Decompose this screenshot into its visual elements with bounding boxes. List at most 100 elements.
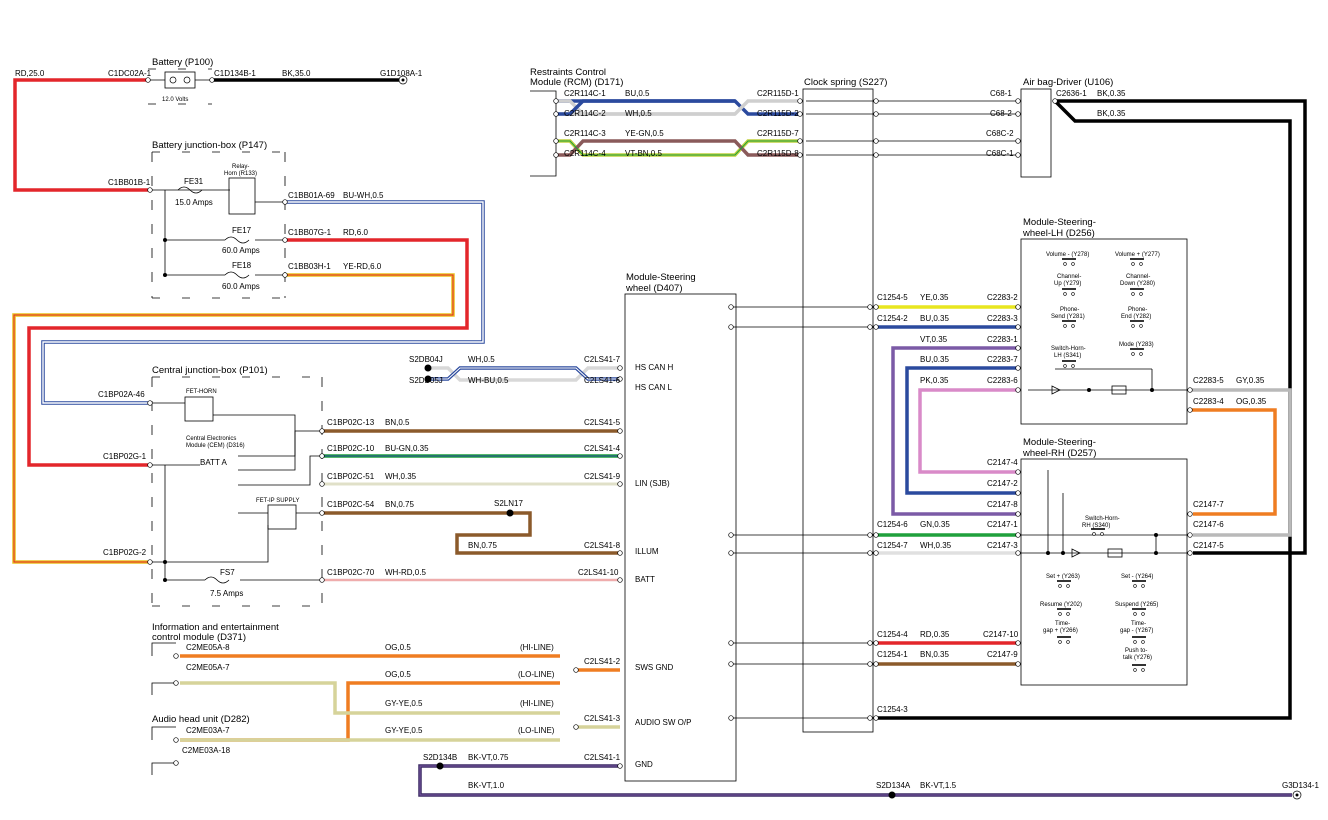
- wire-airbag-bk: [1055, 99, 1307, 555]
- swrh-sw-11: talk (Y276): [1123, 655, 1152, 661]
- connector-pin: [797, 98, 803, 104]
- wire-label-bugn: BU-GN,0.35: [385, 444, 429, 453]
- connector-pin: [728, 661, 734, 667]
- conn-c2147-6: C2147-6: [1193, 520, 1224, 529]
- rcm-box: [530, 90, 557, 177]
- hi-line-2: (HI-LINE): [520, 699, 554, 708]
- fe18-label: FE18: [232, 261, 252, 270]
- swlh-title1: Module-Steering-: [1023, 217, 1096, 228]
- conn-c2283-7: C2283-7: [987, 355, 1018, 364]
- connector-pin: [1015, 490, 1021, 496]
- wire-label-bkvt15: BK-VT,1.5: [920, 781, 957, 790]
- conn-c2r114c4: C2R114C-4: [564, 149, 606, 158]
- conn-g1d108a: G1D108A-1: [380, 69, 423, 78]
- swm-pin-5: SWS GND: [635, 663, 673, 672]
- connector-pin: [1015, 365, 1021, 371]
- wire-label-vt035: VT,0.35: [920, 335, 948, 344]
- fs7-amps: 7.5 Amps: [210, 589, 243, 598]
- push-switch-icon: [1132, 608, 1146, 616]
- conn-c1bp02c70: C1BP02C-70: [327, 568, 375, 577]
- conn-c1bb03h: C1BB03H-1: [288, 262, 331, 271]
- connector-pin: [1187, 387, 1193, 393]
- push-switch-icon: [1062, 258, 1076, 266]
- connector-pin: [617, 577, 623, 583]
- connector-pin: [867, 324, 873, 330]
- connector-pin: [867, 304, 873, 310]
- pins: [145, 77, 1193, 769]
- connector-pin: [1015, 661, 1021, 667]
- swlh-sw-5: Down (Y280): [1120, 281, 1155, 287]
- airbag-title: Air bag-Driver (U106): [1023, 77, 1113, 88]
- iecm-title2: control module (D371): [152, 632, 246, 643]
- conn-c68-1: C68-1: [990, 89, 1012, 98]
- splice-s2db04j: [424, 364, 432, 372]
- splice-label-s2db05j: S2DB05J: [409, 376, 443, 385]
- conn-c1bb01b: C1BB01B-1: [108, 178, 151, 187]
- swlh-sw-10: Switch-Horn-: [1051, 346, 1086, 352]
- connector-pin: [873, 715, 879, 721]
- fe18-amps: 60.0 Amps: [222, 282, 260, 291]
- wire-label-buwh: BU-WH,0.5: [343, 191, 384, 200]
- push-switch-icon: [1091, 528, 1105, 536]
- swrh-sw-10: Push to-: [1125, 648, 1147, 654]
- push-switch-icon: [1130, 348, 1144, 356]
- connector-pin: [867, 715, 873, 721]
- swm-pin-0: HS CAN H: [635, 363, 673, 372]
- connector-pin: [147, 400, 153, 406]
- connector-pin: [797, 138, 803, 144]
- connector-pin: [873, 640, 879, 646]
- connector-pin: [617, 763, 623, 769]
- push-switch-icon: [1062, 360, 1076, 368]
- connector-pin: [573, 724, 579, 730]
- connector-pin: [319, 481, 325, 487]
- conn-c2147-9: C2147-9: [987, 650, 1018, 659]
- swlh-sw-1: Volume + (Y277): [1115, 252, 1160, 258]
- swrh-sw-2: Set + (Y263): [1046, 574, 1080, 580]
- airbag-driver: [1020, 88, 1052, 178]
- swlh-title2: wheel-LH (D256): [1022, 228, 1095, 239]
- fet-horn: FET-HORN: [186, 389, 217, 395]
- swm-pin-7: GND: [635, 760, 653, 769]
- push-switch-icon: [1130, 320, 1144, 328]
- ground-g1d108a: [398, 75, 408, 85]
- swlh-sw-7: Send (Y281): [1051, 314, 1085, 320]
- wires: [12, 78, 1307, 797]
- battery-junction-box: [150, 151, 286, 299]
- connector-pin: [1187, 550, 1193, 556]
- swlh-sw-2: Channel-: [1057, 274, 1081, 280]
- connector-pin: [553, 111, 559, 117]
- wire-label-bk35: BK,35.0: [282, 69, 311, 78]
- battery-volts: 12.0 Volts: [162, 97, 188, 103]
- conn-c2147-7: C2147-7: [1193, 500, 1224, 509]
- connector-pin: [173, 680, 179, 686]
- connector-pin: [173, 737, 179, 743]
- swm-pin-2: LIN (SJB): [635, 479, 670, 488]
- wire-rcm-vt-bn: [556, 139, 800, 157]
- splice-s2d134a: [888, 791, 896, 799]
- connector-pin: [1015, 511, 1021, 517]
- swlh-sw-4: Channel-: [1126, 274, 1150, 280]
- connector-pin: [1015, 469, 1021, 475]
- conn-c2ls41-5: C2LS41-5: [584, 418, 621, 427]
- connector-pin: [173, 653, 179, 659]
- connector-pin: [147, 187, 153, 193]
- push-switch-icon: [1062, 288, 1076, 296]
- push-switch-icon: [1132, 664, 1146, 672]
- conn-c1bp02c54: C1BP02C-54: [327, 500, 375, 509]
- connector-pin: [617, 376, 623, 382]
- conn-c2me05a7: C2ME05A-7: [186, 663, 230, 672]
- conn-c1d134b: C1D134B-1: [214, 69, 256, 78]
- splice-s2ln17: [506, 509, 514, 517]
- conn-c1254-4: C1254-4: [877, 630, 908, 639]
- connector-pin: [873, 138, 879, 144]
- connector-pin: [1015, 387, 1021, 393]
- conn-c2ls41-3: C2LS41-3: [584, 714, 621, 723]
- splice-label-s2ln17: S2LN17: [494, 499, 523, 508]
- connector-pin: [873, 98, 879, 104]
- connector-pin: [617, 453, 623, 459]
- wire-bk-vt: [418, 764, 1292, 797]
- swrh-sw-6: Time-: [1055, 621, 1070, 627]
- conn-c2147-8: C2147-8: [987, 500, 1018, 509]
- connector-pin: [319, 428, 325, 434]
